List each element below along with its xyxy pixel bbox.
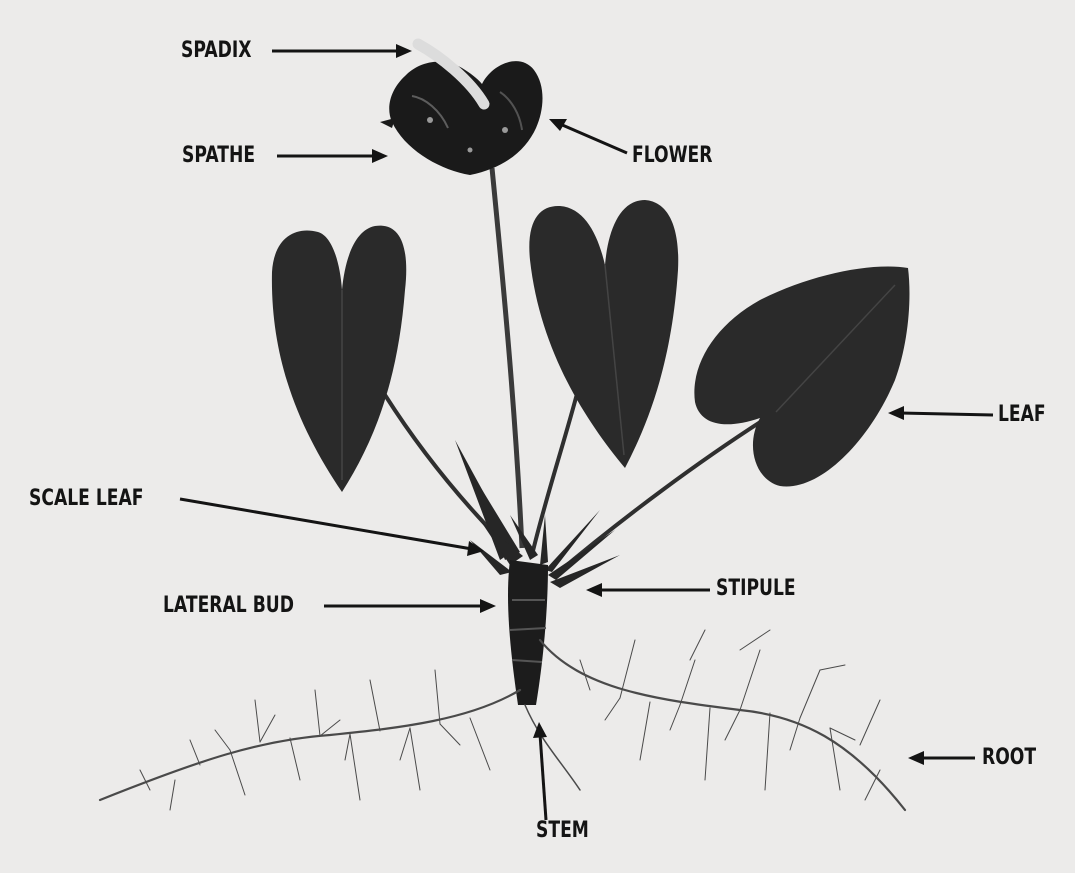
- label-spathe: SPATHE: [182, 145, 255, 167]
- label-leaf: LEAF: [998, 404, 1046, 426]
- label-scale-leaf: SCALE LEAF: [29, 488, 144, 510]
- label-flower: FLOWER: [632, 145, 712, 167]
- label-stipule: STIPULE: [716, 578, 796, 600]
- label-lateral-bud: LATERAL BUD: [163, 595, 294, 617]
- label-spadix: SPADIX: [181, 40, 252, 62]
- label-root: ROOT: [982, 747, 1036, 769]
- label-stem: STEM: [536, 820, 589, 842]
